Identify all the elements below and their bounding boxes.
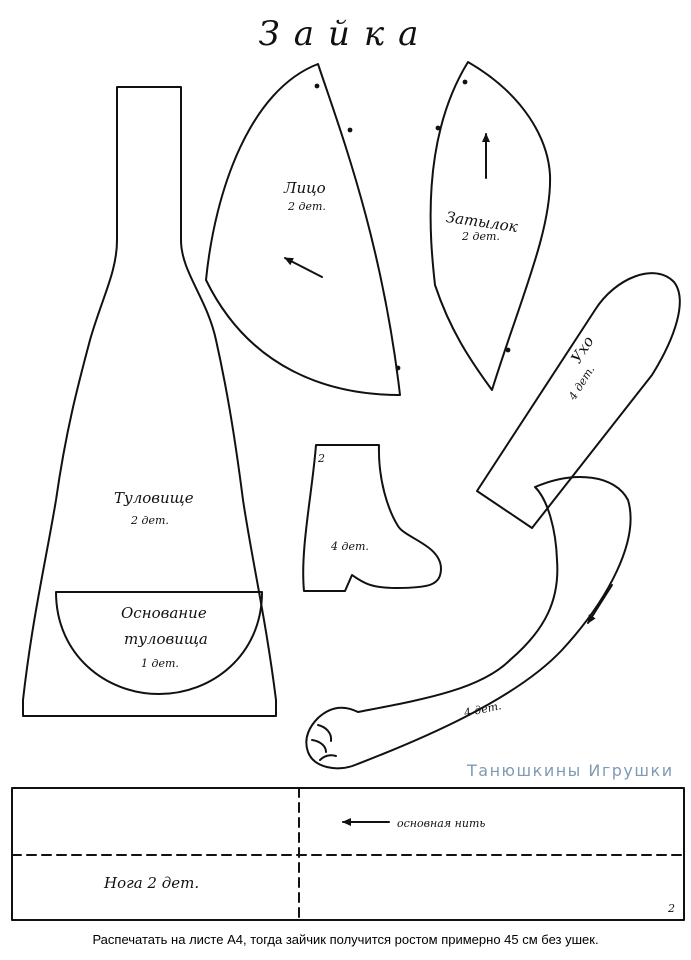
boot-mark-label: 2: [318, 452, 325, 465]
leg-mark-label: 2: [668, 902, 675, 915]
body-count-label: 2 дет.: [131, 514, 169, 527]
boot-count-label: 4 дет.: [331, 540, 369, 553]
body-base-line2-label: туловища: [124, 630, 208, 648]
face-name-label: Лицо: [284, 179, 326, 197]
ear-piece-outline: [476, 272, 681, 529]
page-title: Зайка: [258, 14, 433, 54]
leg-grain-label: основная нить: [397, 817, 486, 830]
watermark-text: Танюшкины Игрушки: [467, 761, 674, 780]
body-base-piece-outline: [55, 591, 263, 695]
boot-piece-outline: [302, 444, 442, 592]
print-instruction-caption: Распечатать на листе А4, тогда зайчик по…: [92, 932, 599, 947]
nape-count-label: 2 дет.: [462, 230, 500, 243]
face-grain-arrow: [284, 257, 323, 278]
nape-piece-outline: [429, 61, 552, 391]
leg-name-label: Нога 2 дет.: [104, 874, 200, 892]
face-piece-outline: [205, 63, 401, 396]
face-count-label: 2 дет.: [288, 200, 326, 213]
notch-marks: [314, 79, 511, 371]
paw-fingers: [311, 724, 337, 761]
arm-piece-outline: [305, 476, 632, 770]
body-name-label: Туловище: [114, 489, 194, 507]
body-base-count-label: 1 дет.: [141, 657, 179, 670]
body-base-line1-label: Основание: [121, 604, 207, 622]
body-piece-outline: [22, 86, 277, 717]
arm-grain-arrow: [587, 584, 613, 624]
